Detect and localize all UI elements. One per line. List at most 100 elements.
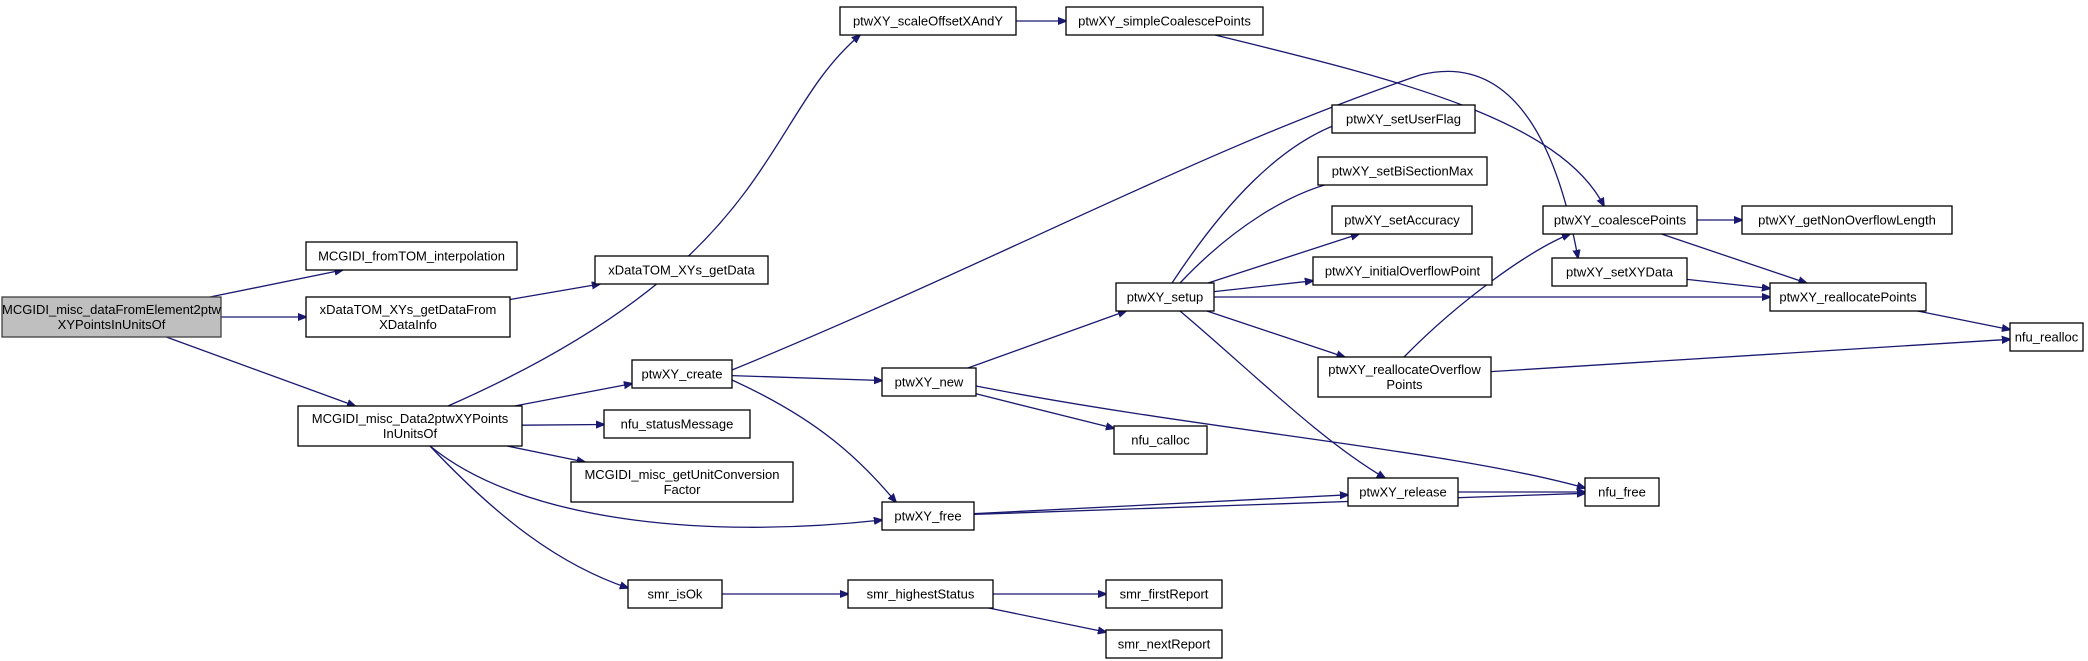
node-calloc[interactable]: nfu_calloc bbox=[1113, 425, 1208, 455]
node-box bbox=[1105, 629, 1223, 659]
edge-ptwfree-to-release bbox=[973, 495, 1348, 515]
node-box bbox=[1312, 256, 1493, 286]
node-label: XDataInfo bbox=[379, 317, 437, 332]
edge-root-to-fromTOM bbox=[209, 270, 343, 298]
edge-xgetDataFrom-to-xgetData bbox=[509, 284, 600, 301]
node-box bbox=[1105, 579, 1223, 609]
node-label: smr_nextReport bbox=[1118, 637, 1211, 652]
node-label: xDataTOM_XYs_getData bbox=[608, 263, 755, 278]
node-label: nfu_calloc bbox=[1131, 433, 1190, 448]
node-box bbox=[603, 409, 751, 439]
node-xgetData[interactable]: xDataTOM_XYs_getData bbox=[594, 255, 769, 285]
node-box bbox=[305, 241, 518, 271]
edge-data2ptw-to-isOk bbox=[429, 445, 628, 588]
node-setBiSection[interactable]: ptwXY_setBiSectionMax bbox=[1317, 156, 1488, 186]
node-box bbox=[881, 367, 977, 397]
node-box bbox=[297, 405, 523, 447]
node-reallocPoints[interactable]: ptwXY_reallocatePoints bbox=[1769, 282, 1927, 312]
node-box bbox=[1584, 477, 1660, 507]
node-setUserFlag[interactable]: ptwXY_setUserFlag bbox=[1331, 104, 1476, 134]
node-isOk[interactable]: smr_isOk bbox=[627, 579, 723, 609]
node-nextReport[interactable]: smr_nextReport bbox=[1105, 629, 1223, 659]
edge-ptwnew-to-setup bbox=[967, 311, 1126, 369]
node-label: ptwXY_reallocatePoints bbox=[1779, 290, 1917, 305]
node-label: MCGIDI_misc_getUnitConversion bbox=[584, 467, 779, 482]
node-ptwnew[interactable]: ptwXY_new bbox=[881, 367, 977, 397]
node-setXYData[interactable]: ptwXY_setXYData bbox=[1551, 257, 1688, 287]
node-box bbox=[631, 359, 733, 389]
node-coalesce[interactable]: ptwXY_coalescePoints bbox=[1542, 205, 1698, 235]
edge-create-to-ptwfree bbox=[731, 379, 896, 502]
node-label: ptwXY_release bbox=[1359, 485, 1446, 500]
node-nfufree[interactable]: nfu_free bbox=[1584, 477, 1660, 507]
edge-setup-to-release bbox=[1179, 310, 1385, 478]
edge-data2ptw-to-ptwfree bbox=[429, 445, 882, 528]
node-box bbox=[1317, 356, 1492, 398]
edge-setup-to-initOverflow bbox=[1213, 281, 1313, 293]
node-root[interactable]: MCGIDI_misc_dataFromElement2ptwXYPointsI… bbox=[1, 296, 222, 338]
node-label: MCGIDI_fromTOM_interpolation bbox=[318, 249, 505, 264]
node-box bbox=[881, 501, 975, 531]
node-simpleCoalesce[interactable]: ptwXY_simpleCoalescePoints bbox=[1065, 6, 1264, 36]
node-highestStatus[interactable]: smr_highestStatus bbox=[847, 579, 994, 609]
edge-ptwnew-to-nfufree bbox=[975, 385, 1585, 488]
node-box bbox=[1331, 104, 1476, 134]
node-label: ptwXY_reallocateOverflow bbox=[1328, 362, 1481, 377]
edge-create-to-setXYData bbox=[731, 70, 1578, 371]
node-label: xDataTOM_XYs_getDataFrom bbox=[320, 302, 497, 317]
node-label: ptwXY_create bbox=[642, 367, 723, 382]
node-label: ptwXY_setup bbox=[1127, 290, 1204, 305]
node-box bbox=[570, 461, 794, 503]
node-box bbox=[1769, 282, 1927, 312]
node-box bbox=[1115, 282, 1215, 312]
edge-create-to-ptwnew bbox=[731, 374, 882, 381]
node-ptwfree[interactable]: ptwXY_free bbox=[881, 501, 975, 531]
node-box bbox=[1331, 205, 1473, 235]
node-box bbox=[839, 6, 1017, 36]
edge-ptwnew-to-calloc bbox=[975, 393, 1114, 429]
node-label: XYPointsInUnitsOf bbox=[58, 317, 166, 332]
node-box bbox=[627, 579, 723, 609]
node-fromTOM[interactable]: MCGIDI_fromTOM_interpolation bbox=[305, 241, 518, 271]
node-label: ptwXY_setBiSectionMax bbox=[1332, 164, 1474, 179]
node-label: ptwXY_initialOverflowPoint bbox=[1325, 264, 1481, 279]
edge-root-to-data2ptw bbox=[166, 336, 355, 406]
edge-setup-to-setAccuracy bbox=[1207, 234, 1359, 284]
node-create[interactable]: ptwXY_create bbox=[631, 359, 733, 389]
node-firstReport[interactable]: smr_firstReport bbox=[1105, 579, 1223, 609]
edge-data2ptw-to-unitConv bbox=[506, 445, 585, 462]
node-box bbox=[1741, 205, 1953, 235]
edge-setup-to-setUserFlag bbox=[1171, 120, 1350, 284]
node-box bbox=[1065, 6, 1264, 36]
node-box bbox=[847, 579, 994, 609]
node-label: ptwXY_scaleOffsetXAndY bbox=[853, 14, 1003, 29]
node-label: ptwXY_setUserFlag bbox=[1346, 112, 1461, 127]
node-box bbox=[1542, 205, 1698, 235]
edge-data2ptw-to-create bbox=[514, 384, 632, 407]
node-label: Factor bbox=[664, 482, 702, 497]
node-initOverflow[interactable]: ptwXY_initialOverflowPoint bbox=[1312, 256, 1493, 286]
node-release[interactable]: ptwXY_release bbox=[1347, 477, 1459, 507]
node-setAccuracy[interactable]: ptwXY_setAccuracy bbox=[1331, 205, 1473, 235]
node-realloc[interactable]: nfu_realloc bbox=[2009, 322, 2084, 352]
node-label: InUnitsOf bbox=[383, 426, 438, 441]
node-statusMessage[interactable]: nfu_statusMessage bbox=[603, 409, 751, 439]
edge-reallocOverflow-to-realloc bbox=[1490, 339, 2010, 373]
node-scaleOffset[interactable]: ptwXY_scaleOffsetXAndY bbox=[839, 6, 1017, 36]
edge-ptwfree-to-nfufree bbox=[973, 493, 1585, 516]
node-label: ptwXY_setAccuracy bbox=[1344, 213, 1460, 228]
node-nonOverflow[interactable]: ptwXY_getNonOverflowLength bbox=[1741, 205, 1953, 235]
node-label: MCGIDI_misc_dataFromElement2ptw bbox=[2, 302, 222, 317]
node-label: nfu_statusMessage bbox=[621, 417, 734, 432]
node-box bbox=[305, 296, 511, 338]
edge-setup-to-reallocOverflow bbox=[1206, 310, 1345, 357]
node-box bbox=[1317, 156, 1488, 186]
edge-reallocPoints-to-realloc bbox=[1917, 310, 2011, 330]
node-setup[interactable]: ptwXY_setup bbox=[1115, 282, 1215, 312]
node-box bbox=[1551, 257, 1688, 287]
edge-setXYData-to-reallocPoints bbox=[1686, 278, 1770, 288]
